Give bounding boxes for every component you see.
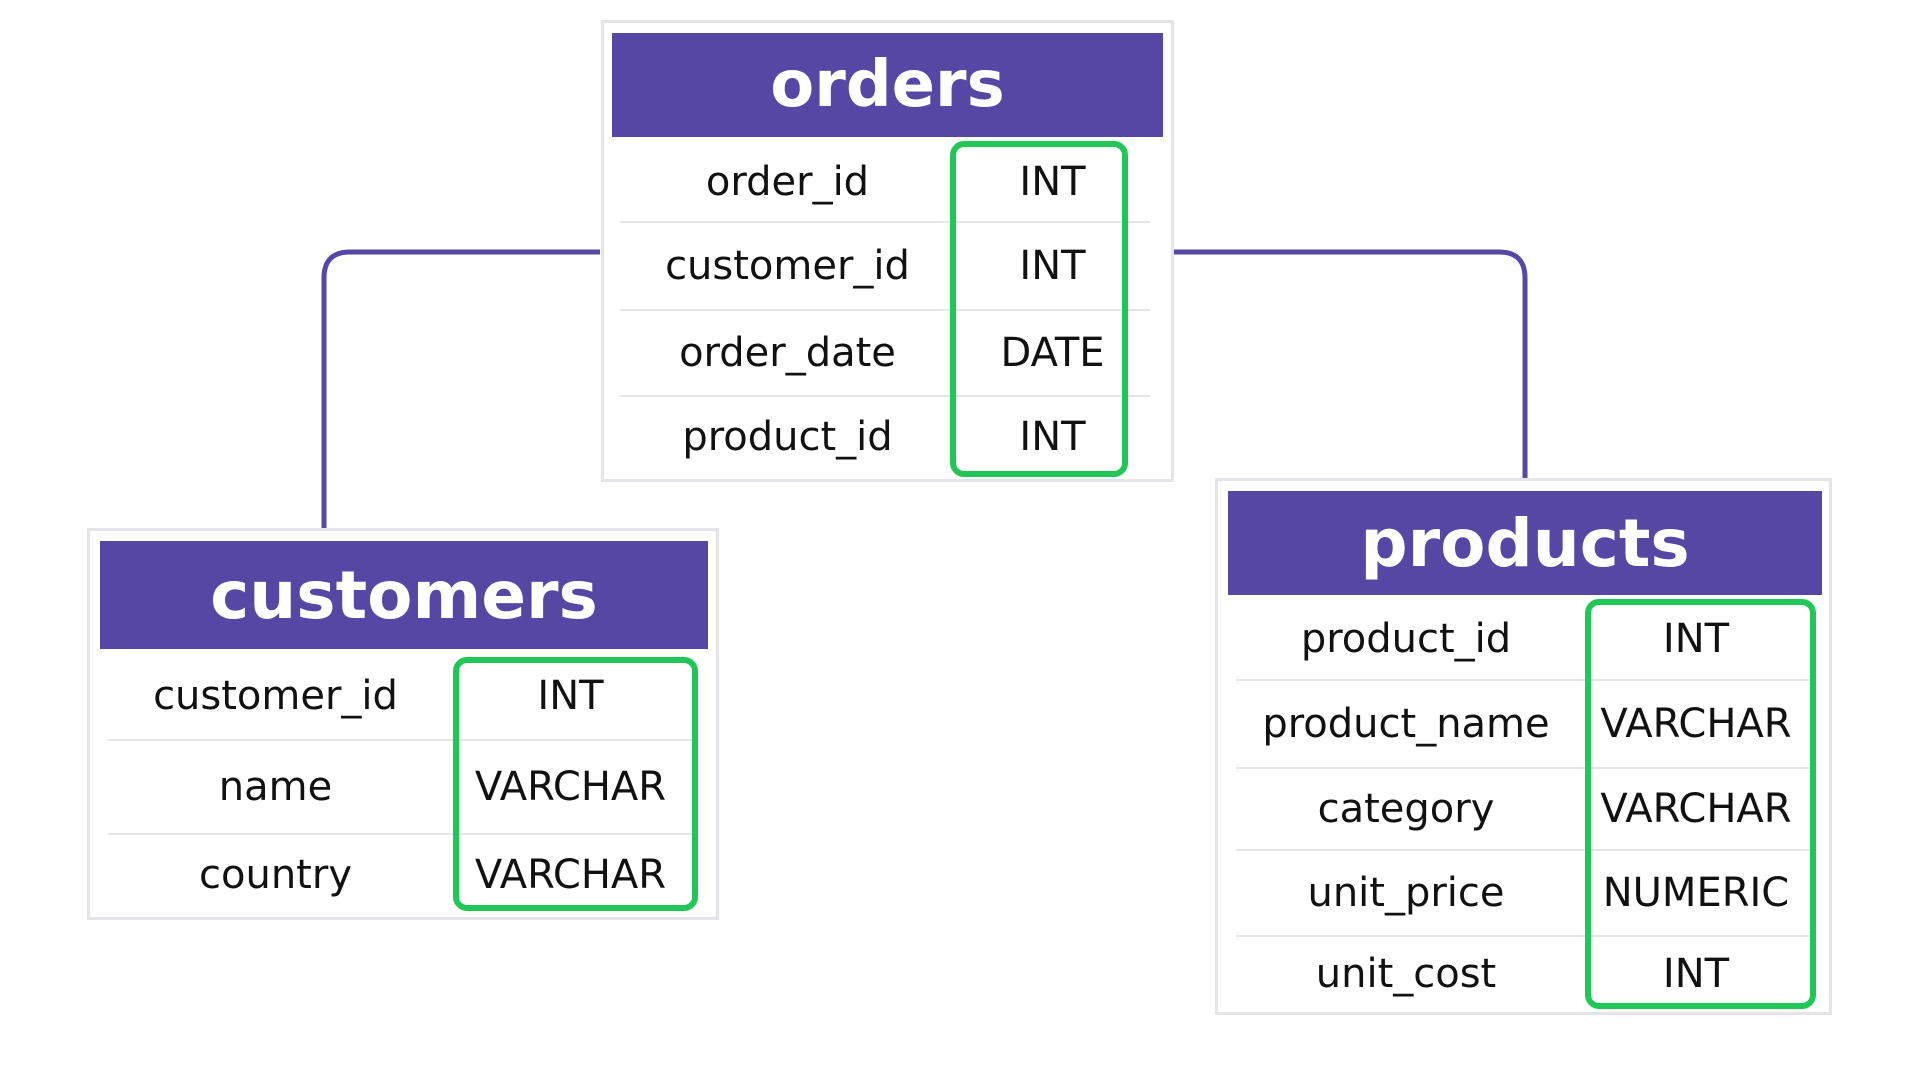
column-name: unit_price: [1307, 870, 1505, 916]
column-name: product_id: [1300, 616, 1512, 662]
table-title-products: products: [1228, 491, 1822, 595]
table-row: country VARCHAR: [108, 833, 698, 915]
column-name: category: [1317, 786, 1495, 832]
table-row: customer_id INT: [620, 221, 1150, 309]
table-row: unit_price NUMERIC: [1236, 849, 1816, 935]
table-customers: customers customer_id INT name VARCHAR c…: [87, 528, 719, 920]
table-row: order_date DATE: [620, 309, 1150, 395]
table-title-customers: customers: [100, 541, 708, 649]
table-row: name VARCHAR: [108, 739, 698, 833]
table-title-orders: orders: [612, 33, 1163, 137]
column-type: VARCHAR: [1600, 786, 1792, 832]
table-products: products product_id INT product_name VAR…: [1215, 478, 1832, 1015]
column-type: INT: [537, 673, 604, 719]
column-name: product_name: [1262, 701, 1550, 747]
table-row: product_id INT: [1236, 599, 1816, 679]
column-type: NUMERIC: [1602, 870, 1790, 916]
table-orders: orders order_id INT customer_id INT orde…: [601, 20, 1174, 482]
column-type: VARCHAR: [474, 852, 667, 898]
column-type: VARCHAR: [474, 764, 667, 810]
column-type: DATE: [1000, 330, 1105, 376]
table-row: customer_id INT: [108, 653, 698, 739]
column-type: INT: [1019, 243, 1086, 289]
column-type: INT: [1662, 616, 1730, 662]
column-type: INT: [1662, 951, 1730, 997]
connector-orders-customers: [321, 249, 600, 530]
column-name: order_id: [705, 159, 870, 205]
column-name: product_id: [682, 414, 893, 460]
column-name: order_date: [679, 330, 896, 376]
table-row: category VARCHAR: [1236, 767, 1816, 849]
column-name: customer_id: [665, 243, 910, 289]
column-name: customer_id: [153, 673, 398, 719]
table-row: product_name VARCHAR: [1236, 679, 1816, 767]
table-row: unit_cost INT: [1236, 935, 1816, 1011]
column-name: unit_cost: [1315, 951, 1497, 997]
column-type: INT: [1019, 159, 1086, 205]
table-row: order_id INT: [620, 143, 1150, 221]
column-type: INT: [1019, 414, 1086, 460]
column-type: VARCHAR: [1600, 701, 1792, 747]
column-name: country: [199, 852, 352, 898]
connector-orders-products: [1174, 249, 1528, 478]
column-name: name: [218, 764, 333, 810]
table-row: product_id INT: [620, 395, 1150, 477]
